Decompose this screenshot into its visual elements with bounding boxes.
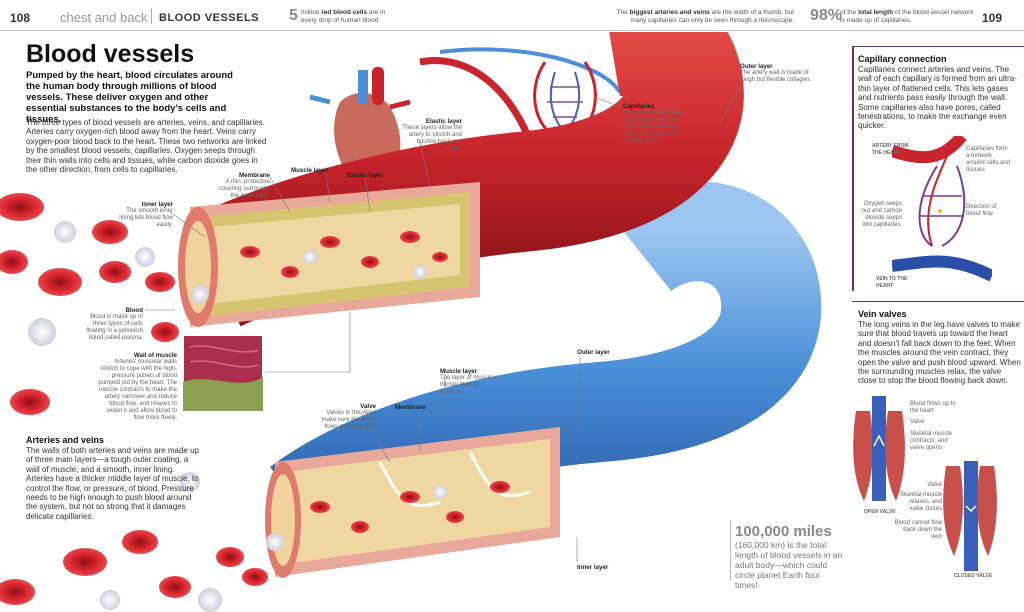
- blood-flows-up-label: Blood flows up to the heart: [910, 401, 956, 414]
- vein-to-heart-label: VEIN TO THE HEART: [876, 276, 908, 289]
- page-header: 108 chest and back BLOOD VESSELS 5 milli…: [0, 0, 1024, 32]
- big-fact-rule: [730, 520, 731, 580]
- fact3-number: 98%: [810, 7, 843, 24]
- valve-label-closed: Valve: [927, 482, 942, 488]
- vein-valve-diagram: [853, 396, 997, 571]
- vein-valves-heading: Vein valves: [858, 309, 907, 319]
- closed-valve-label: CLOSED VALVE: [954, 573, 993, 579]
- label-outer-layer-vein: Outer layer: [577, 349, 610, 356]
- capillary-diagram: [892, 136, 992, 282]
- sidebar-top-rule: [852, 46, 1024, 47]
- big-fact-text: (160,000 km) is the total length of bloo…: [735, 540, 843, 590]
- header-rule: [0, 30, 1024, 31]
- capillary-heading: Capillary connection: [858, 54, 947, 64]
- sidebar: Capillary connection Capillaries connect…: [852, 46, 1024, 612]
- right-page-number: 109: [982, 11, 1003, 25]
- sidebar-left-rule: [852, 46, 854, 291]
- leader-lines: [145, 86, 741, 562]
- arteries-veins-body: The walls of both arteries and veins are…: [26, 446, 199, 521]
- small-vein: [439, 47, 622, 94]
- open-valve-label: OPEN VALVE: [864, 509, 896, 515]
- chapter-title: chest and back: [60, 10, 148, 25]
- sidebar-mid-rule: [852, 301, 1024, 302]
- blood-cannot-label: Blood cannot flow back down the vein: [894, 520, 942, 540]
- label-elastic-layer: Elastic layer: [347, 172, 384, 179]
- artery-blood-cells: [191, 231, 448, 303]
- capillary-body: Capillaries connect arteries and veins. …: [858, 65, 1017, 131]
- intro-paragraph: Pumped by the heart, blood circulates ar…: [26, 70, 233, 125]
- loose-blood-cells: [0, 193, 268, 612]
- label-membrane-vein: Membrane: [395, 404, 426, 411]
- fact1-text: million red blood cells are in every dro…: [301, 9, 386, 24]
- vein-valves-body: The long veins in the leg have valves to…: [858, 320, 1021, 386]
- vein-cutaway: [265, 427, 560, 578]
- label-muscle-layer: Muscle layer: [291, 167, 329, 174]
- vein-blood-cells: [266, 481, 510, 551]
- skeletal-relax-label: Skeletal muscle relaxes, and valve close…: [899, 492, 942, 512]
- direction-flow-label: Direction of blood flow: [966, 204, 997, 217]
- left-page-number: 108: [10, 11, 31, 25]
- skeletal-contract-label: Skeletal muscle contracts, and valve ope…: [910, 431, 953, 451]
- fact2-text: The biggest arteries and veins are the w…: [616, 9, 794, 24]
- arteries-veins-heading: Arteries and veins: [26, 435, 105, 445]
- oxygen-seeps-label: Oxygen seeps out and carbon dioxide seep…: [861, 201, 902, 228]
- valve-label-open: Valve: [910, 419, 925, 425]
- page-title: Blood vessels: [26, 40, 195, 68]
- section-title: BLOOD VESSELS: [159, 12, 260, 24]
- artery-cutaway: [178, 182, 480, 327]
- fact3-text: of the total length of the blood vessel …: [840, 9, 974, 24]
- muscle-wall-inset: [182, 334, 264, 412]
- artery-from-heart-label: ARTERY FROM THE HEART: [872, 143, 909, 156]
- header-divider: [151, 8, 152, 24]
- body-paragraph: The three types of blood vessels are art…: [26, 118, 267, 175]
- fact1-number: 5: [289, 7, 298, 24]
- big-fact-number: 100,000 miles: [735, 523, 832, 540]
- blood-vessel-illustration: [0, 32, 822, 612]
- caps-network-label: Capillaries form a network around cells …: [966, 146, 1011, 173]
- label-inner-layer-vein: Inner layer: [577, 564, 609, 571]
